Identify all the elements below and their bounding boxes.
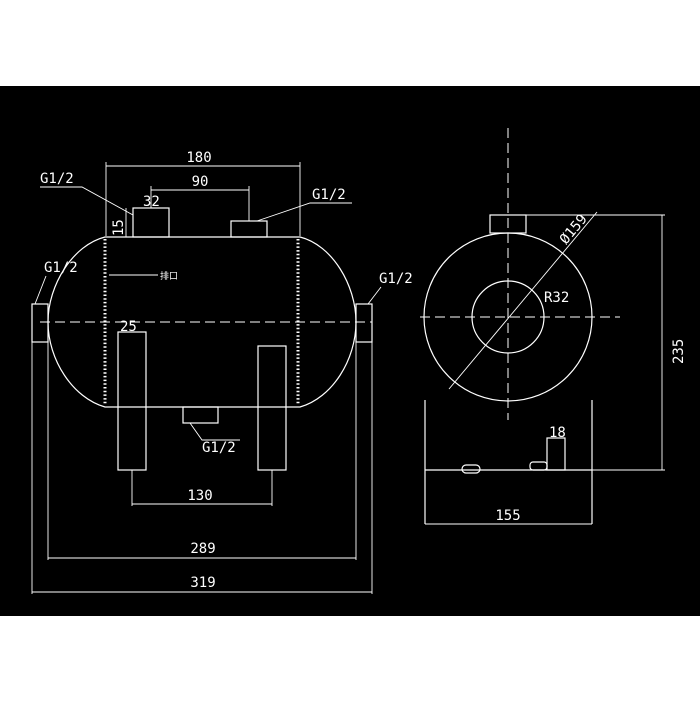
- g-top-left-leader: [40, 186, 134, 216]
- dim-18-text: 18: [549, 425, 566, 441]
- dim-32-text: 32: [143, 194, 160, 210]
- g-bottom-leader: [189, 422, 240, 441]
- g-right-label: G1/2: [379, 271, 413, 287]
- g-left-leader: [34, 275, 47, 305]
- g-top-right-label: G1/2: [312, 187, 346, 203]
- g-top-left-label: G1/2: [40, 171, 74, 187]
- dim-235-text: 235: [671, 339, 687, 364]
- dim-155-text: 155: [495, 508, 520, 524]
- g-left-label: G1/2: [44, 260, 78, 276]
- foot-slot: [461, 464, 481, 474]
- bracket-block: [546, 437, 566, 471]
- r32-text: R32: [544, 290, 569, 306]
- dia-159-leader: [448, 211, 598, 390]
- bracket-slot: [529, 461, 548, 471]
- dim-25-text: 25: [120, 319, 137, 335]
- drawing-area: [0, 86, 700, 616]
- dim-90-text: 90: [192, 174, 209, 190]
- g-top-right-leader: [256, 202, 352, 222]
- dim-289-text: 289: [190, 541, 215, 557]
- dim-319-text: 319: [190, 575, 215, 591]
- bottom-drain-nozzle: [182, 406, 219, 424]
- tank-body: [47, 236, 357, 408]
- front-view: 180 90 32 15 25 排口 G1/2 G1/2 G1/2 G1/2 G…: [31, 150, 413, 594]
- right-nozzle: [355, 303, 373, 343]
- left-nozzle: [31, 303, 49, 343]
- dim-180-text: 180: [186, 150, 211, 166]
- dim-130-text: 130: [187, 488, 212, 504]
- g-right-leader: [367, 286, 382, 305]
- drain-note-text: 排口: [160, 270, 178, 282]
- g-bottom-label: G1/2: [202, 440, 236, 456]
- dim-15-text: 15: [111, 219, 127, 236]
